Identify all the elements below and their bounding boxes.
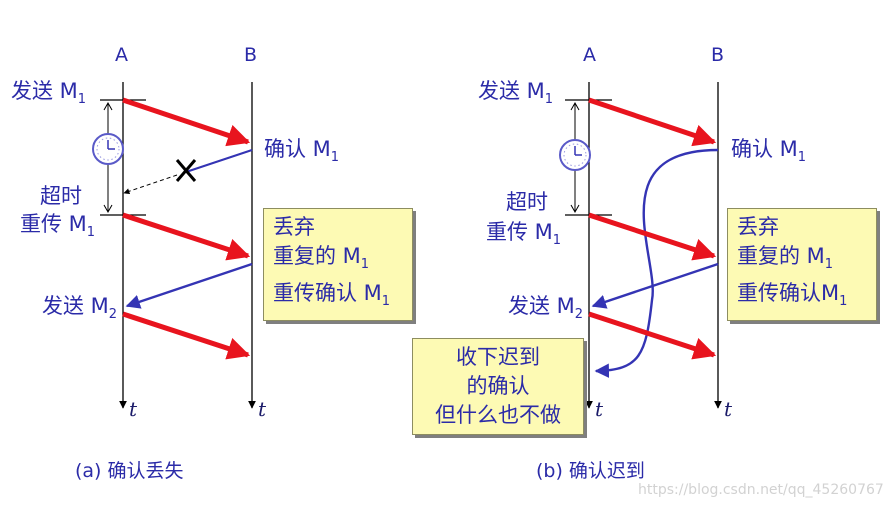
caption-right: (b) 确认迟到 [536,460,645,482]
clock-icon-left [92,133,124,165]
send-m2-label-right: 发送 M2 [508,294,584,322]
send-m1-label-left: 发送 M1 [11,79,87,107]
duplicate-line: 重复的 M1 [273,244,370,272]
late-ack-curve [594,148,719,378]
data-arrow-resend-right [588,212,717,261]
host-a-label-right: A [583,44,596,66]
discard-line: 丢弃 [737,215,779,239]
data-arrow-m2-right [588,311,717,360]
ack-lost-line [185,149,253,173]
host-b-label-left: B [244,44,258,66]
discard-note-box-left: 丢弃 重复的 M1 重传确认 M1 [263,208,413,321]
time-axis-label-b-right: t [724,397,733,421]
resend-m1-label-right: 重传 M1 [486,220,562,248]
data-arrow-resend-left [122,212,251,261]
resend-ack-line: 重传确认 M1 [273,281,391,309]
data-arrow-m1-left [122,97,251,147]
timeout-dashed-arrow [123,174,178,195]
duplicate-line: 重复的 M1 [737,244,834,272]
time-axis-label-a-right: t [595,397,604,421]
ack-arrow-resend-left [125,262,253,309]
host-b-label-right: B [711,44,725,66]
watermark: https://blog.csdn.net/qq_45260767 [638,482,884,498]
late-ack-line-1: 收下迟到 [456,345,540,369]
data-arrow-m1-right [588,97,717,147]
data-arrow-m2-left [122,311,251,360]
host-a-label-left: A [115,44,128,66]
discard-line: 丢弃 [273,215,315,239]
send-m1-label-right: 发送 M1 [478,79,554,107]
clock-icon-right [559,139,591,171]
send-m2-label-left: 发送 M2 [42,294,118,322]
lost-x-icon [175,159,197,182]
confirm-m1-label-right: 确认 M1 [731,137,807,165]
resend-m1-label-left: 重传 M1 [20,212,96,240]
discard-note-box-right: 丢弃 重复的 M1 重传确认M1 [727,208,877,321]
timeout-label-right: 超时 [506,190,548,214]
late-ack-line-3: 但什么也不做 [435,403,561,427]
ack-arrow-resend-right [591,262,719,309]
confirm-m1-label-left: 确认 M1 [264,137,340,165]
late-ack-note-box: 收下迟到 的确认 但什么也不做 [412,338,584,435]
caption-left: (a) 确认丢失 [75,460,184,482]
resend-ack-line: 重传确认M1 [737,281,848,309]
time-axis-label-a-left: t [129,397,138,421]
late-ack-line-2: 的确认 [466,374,530,398]
time-axis-label-b-left: t [258,397,267,421]
timeout-label-left: 超时 [40,184,82,208]
